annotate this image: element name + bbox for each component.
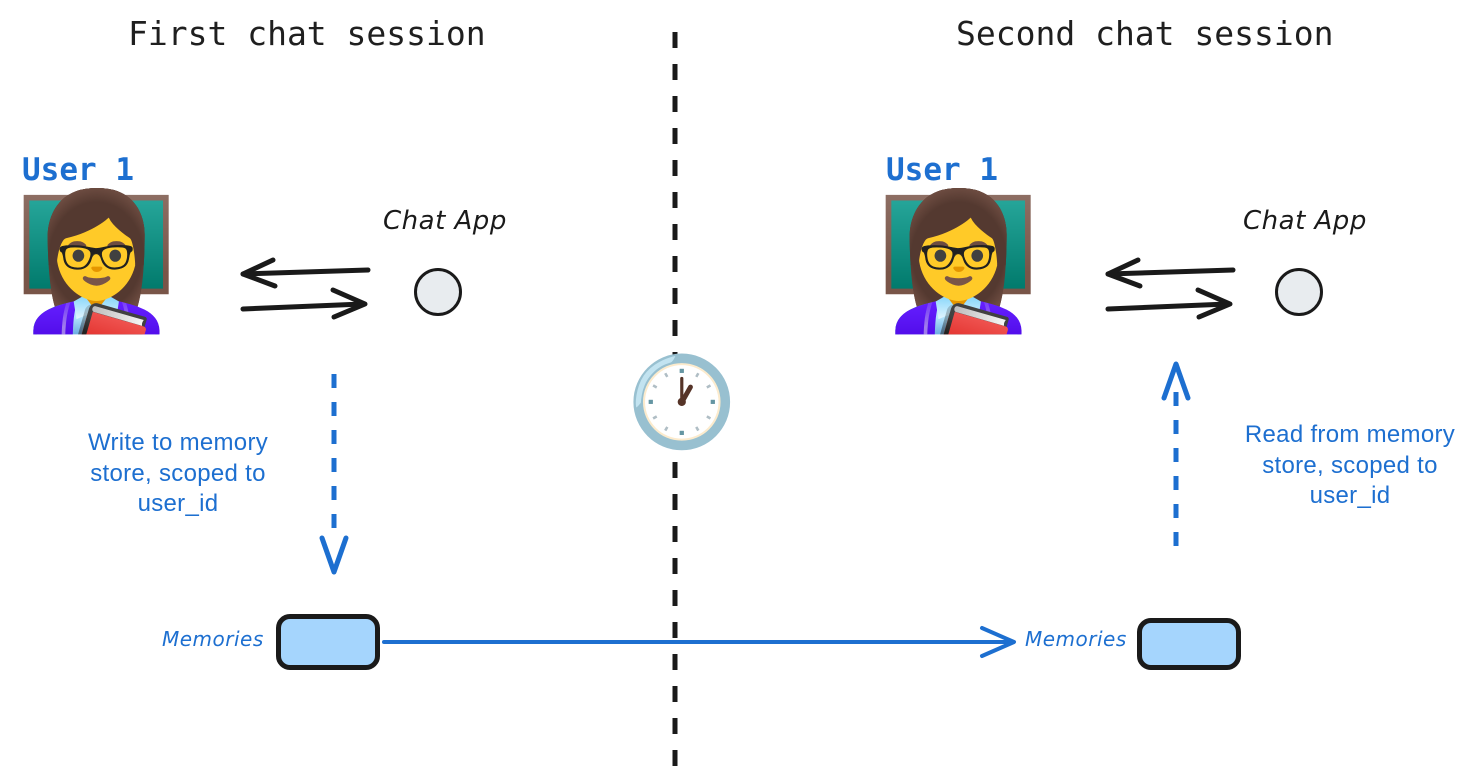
right-memories-store (1137, 618, 1241, 670)
right-read-arrow (1160, 360, 1194, 565)
left-write-note: Write to memory store, scoped to user_id (87, 429, 269, 518)
time-divider (660, 0, 690, 777)
right-read-note: Read from memory store, scoped to user_i… (1244, 421, 1456, 510)
left-chat-app-node (414, 268, 462, 316)
left-user-label: User 1 (22, 152, 134, 188)
right-session-heading: Second chat session (956, 14, 1334, 53)
right-user-avatar: 👩‍🏫 (876, 188, 1041, 335)
left-memories-store (276, 614, 380, 670)
left-user-avatar: 👩‍🏫 (14, 188, 179, 335)
right-user-label: User 1 (886, 152, 998, 188)
left-session-heading: First chat session (128, 14, 486, 53)
left-write-arrow (318, 370, 352, 580)
left-exchange-arrows (235, 255, 385, 325)
left-chat-app-label: Chat App (383, 206, 507, 236)
right-memories-label: Memories (1025, 627, 1127, 651)
left-memories-label: Memories (162, 627, 264, 651)
right-exchange-arrows (1100, 255, 1250, 325)
right-chat-app-label: Chat App (1243, 206, 1367, 236)
clock-icon: 🕐 (627, 352, 737, 451)
memory-persistence-arrow (380, 620, 1030, 666)
right-chat-app-node (1275, 268, 1323, 316)
